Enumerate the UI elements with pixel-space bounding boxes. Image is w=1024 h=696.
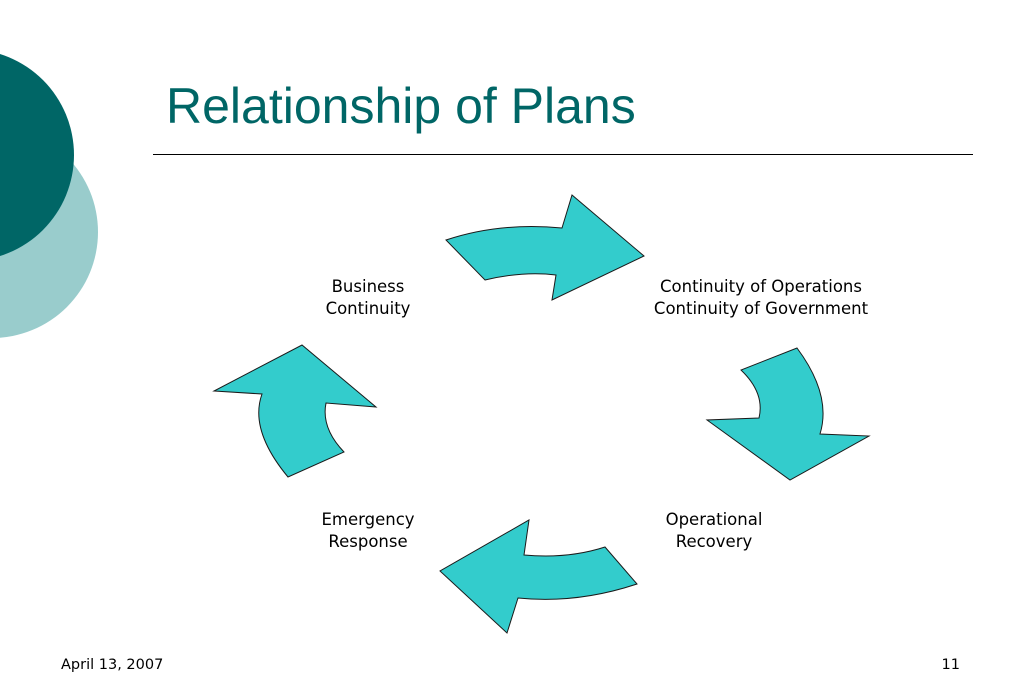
arrow-recovery-to-emergency xyxy=(439,519,638,634)
arrow-emergency-to-business xyxy=(212,344,378,478)
node-emergency-response: Emergency Response xyxy=(308,509,428,553)
decorative-circles xyxy=(0,53,98,338)
title-underline xyxy=(153,154,973,155)
arrow-coop-to-recovery xyxy=(705,347,871,481)
footer-date: April 13, 2007 xyxy=(61,657,164,673)
node-continuity-of-operations-line2: Continuity of Government xyxy=(653,299,869,318)
node-emergency-response-line1: Emergency xyxy=(321,510,415,529)
node-business-continuity: Business Continuity xyxy=(308,276,428,320)
node-continuity-of-operations-line1: Continuity of Operations xyxy=(660,277,862,296)
node-operational-recovery-line1: Operational xyxy=(665,510,763,529)
slide-title: Relationship of Plans xyxy=(166,78,636,134)
node-emergency-response-line2: Response xyxy=(328,532,408,551)
arrow-business-to-coop xyxy=(445,194,645,301)
node-continuity-of-operations: Continuity of Operations Continuity of G… xyxy=(630,276,892,320)
node-operational-recovery: Operational Recovery xyxy=(654,509,774,553)
node-business-continuity-line2: Continuity xyxy=(325,299,411,318)
decorative-circle-dark xyxy=(0,53,74,257)
node-business-continuity-line1: Business xyxy=(331,277,405,296)
page-number: 11 xyxy=(941,657,960,673)
node-operational-recovery-line2: Recovery xyxy=(675,532,753,551)
